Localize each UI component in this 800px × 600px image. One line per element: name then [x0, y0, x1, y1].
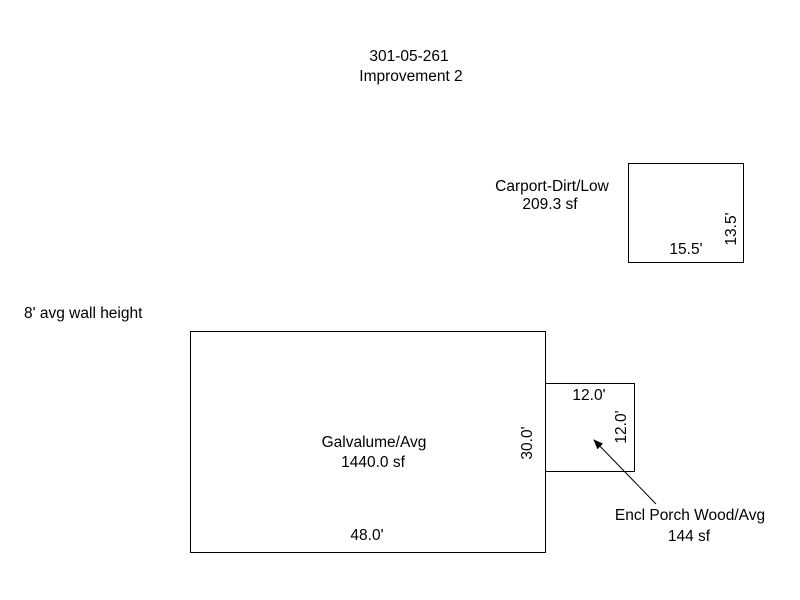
main-building-label: Galvalume/Avg — [322, 434, 427, 451]
parcel-id: 301-05-261 — [369, 48, 448, 65]
carport-depth-label: 13.5' — [723, 212, 740, 245]
carport-area: 209.3 sf — [522, 196, 578, 213]
porch-label: Encl Porch Wood/Avg — [615, 507, 765, 524]
improvement-title: Improvement 2 — [359, 68, 462, 85]
porch-area: 144 sf — [668, 528, 711, 545]
porch-depth-label: 12.0' — [613, 410, 630, 443]
porch-width-label: 12.0' — [572, 387, 605, 404]
main-building-area: 1440.0 sf — [341, 454, 405, 471]
main-building-depth-label: 30.0' — [519, 426, 536, 459]
porch-leader-arrow — [593, 439, 657, 505]
carport-width-label: 15.5' — [669, 241, 702, 258]
wall-height-note: 8' avg wall height — [24, 305, 143, 322]
main-building-width-label: 48.0' — [350, 527, 383, 544]
carport-label: Carport-Dirt/Low — [495, 178, 609, 195]
carport-outline — [628, 163, 744, 263]
porch-outline — [545, 383, 635, 472]
